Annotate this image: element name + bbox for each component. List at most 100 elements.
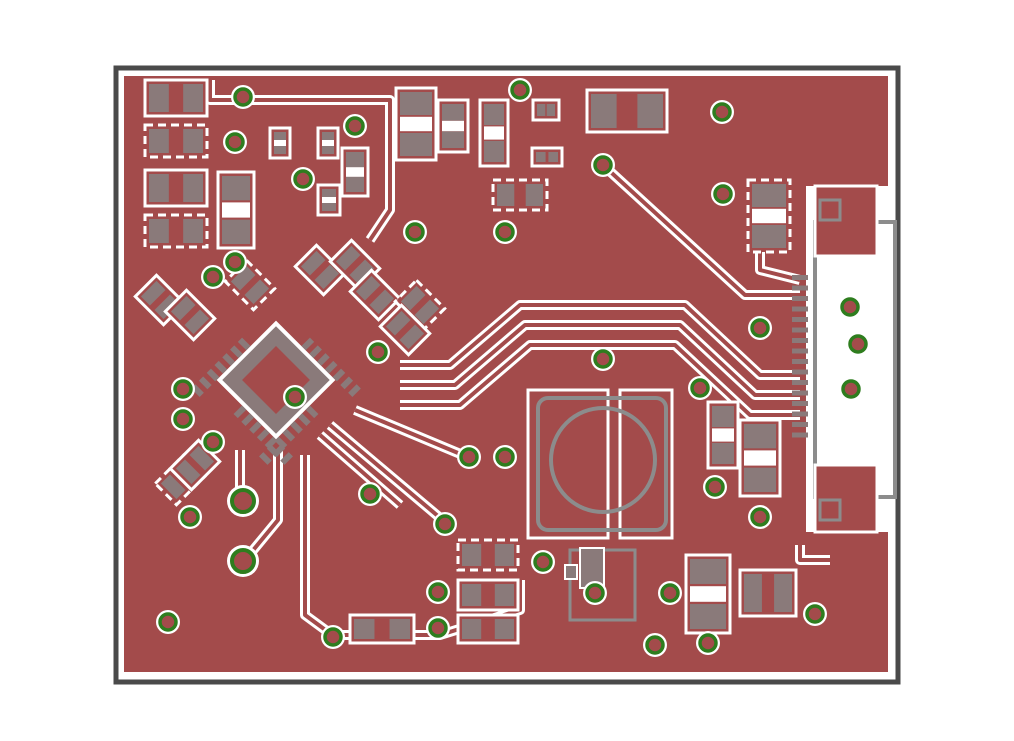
component-pad [548, 152, 558, 162]
via [405, 222, 425, 242]
component-pad [400, 132, 432, 156]
qfn-pin [317, 353, 330, 366]
component-body [346, 167, 364, 177]
component-pad [385, 310, 411, 336]
via [203, 432, 223, 452]
via [750, 507, 770, 527]
component-clearance [378, 303, 432, 357]
connector-pin [792, 432, 808, 438]
qfn-pin [309, 345, 322, 359]
via [345, 116, 365, 136]
component-pad [222, 176, 250, 201]
component-pad [222, 219, 250, 244]
component-pad [300, 250, 326, 276]
via [233, 87, 253, 107]
component-body [744, 450, 776, 466]
component-pad [322, 144, 334, 154]
usb-connector [792, 184, 897, 534]
connector-pin [792, 422, 808, 427]
via [495, 222, 515, 242]
via [510, 80, 530, 100]
component-clearance [393, 278, 447, 332]
smd-component [738, 568, 798, 618]
qfn-pin [237, 337, 251, 351]
via [225, 132, 245, 152]
copper-pour [124, 76, 888, 672]
component-body [274, 140, 286, 146]
component-pad [774, 574, 792, 612]
smd-component [491, 178, 549, 212]
component-pad [149, 219, 169, 243]
smd-component [456, 538, 520, 572]
component-pad [591, 94, 617, 128]
connector-pin [792, 296, 808, 301]
via [533, 552, 553, 572]
vias [156, 78, 870, 657]
component-pad [744, 424, 776, 449]
qfn-pin [324, 360, 338, 374]
via [585, 583, 605, 603]
connector-pin [792, 359, 808, 364]
component-body [322, 140, 334, 146]
component-pad [537, 104, 546, 116]
component-pad [322, 189, 336, 199]
board-outline [113, 65, 901, 685]
inductor-outline [536, 396, 668, 532]
component-pad [149, 129, 169, 153]
component-pad [244, 279, 270, 305]
smd-component [684, 553, 732, 635]
component-pad [354, 619, 375, 639]
smd-component [340, 146, 370, 198]
qfn-pins [191, 337, 361, 465]
component-pad [154, 294, 180, 320]
component-pad [322, 201, 336, 211]
connector-pins [792, 275, 808, 438]
connector-pin [792, 411, 808, 417]
component-pad [752, 224, 786, 248]
qfn-pin [266, 444, 280, 458]
sot-package [564, 547, 637, 622]
component-pad [497, 184, 515, 206]
qfn-pin [297, 413, 311, 426]
smd-component [216, 170, 256, 250]
large-via [230, 548, 256, 574]
via [203, 267, 223, 287]
component-pad [230, 265, 256, 291]
component-pad [414, 299, 440, 325]
via [593, 155, 613, 175]
via [593, 349, 613, 369]
passive-components [133, 78, 798, 645]
large-via [230, 488, 256, 514]
smd-component [316, 183, 342, 217]
qfn-pin [233, 405, 247, 419]
connector-pin [792, 317, 808, 322]
connector-pin [792, 369, 808, 375]
qfn-pin [249, 421, 262, 434]
via [285, 387, 305, 407]
connector-pin [792, 306, 808, 312]
component-body [484, 126, 504, 140]
component-pad [346, 152, 364, 168]
component-pad [536, 152, 546, 162]
component-pad [335, 245, 361, 271]
qfn-pin [264, 436, 278, 450]
via [428, 618, 448, 638]
via [645, 635, 665, 655]
component-pad [494, 584, 514, 606]
component-pad [160, 474, 186, 500]
connector-shell-top [813, 184, 879, 258]
component-pad [494, 544, 514, 566]
component-pad [189, 445, 215, 471]
qfn-pin [348, 384, 361, 397]
via [435, 514, 455, 534]
qfn-pin [259, 452, 272, 465]
component-pad [322, 132, 334, 142]
smd-component [394, 86, 438, 162]
connector-tab-bottom [818, 498, 842, 522]
connector-pin [792, 338, 808, 343]
smd-component [168, 438, 222, 492]
via [660, 583, 680, 603]
component-pad [175, 459, 201, 485]
via [690, 378, 710, 398]
